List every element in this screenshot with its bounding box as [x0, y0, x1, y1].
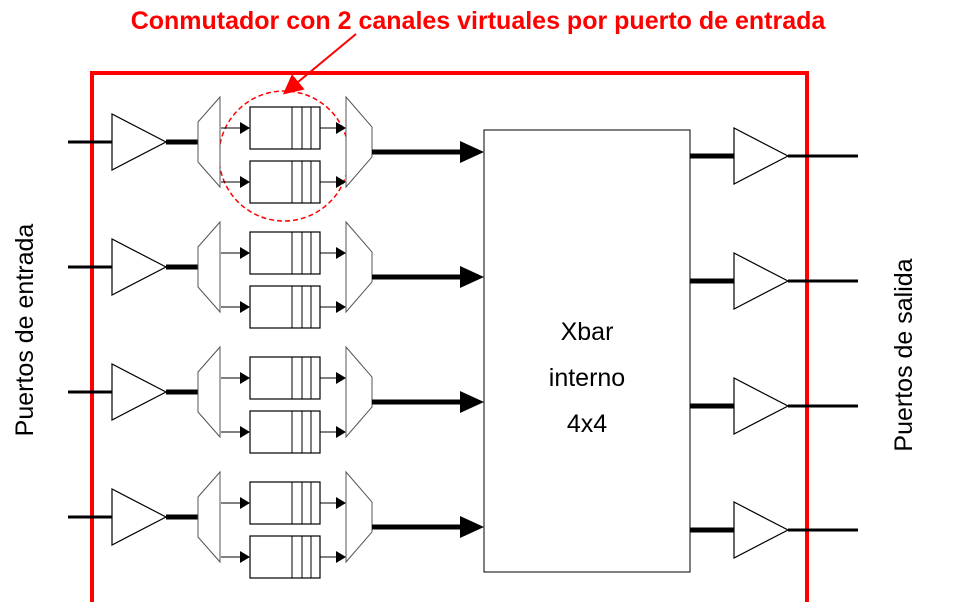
input-ports-label: Puertos de entrada	[11, 224, 39, 437]
callout-arrow	[282, 33, 357, 95]
output-ports	[690, 127, 858, 559]
port-to-xbar-arrowhead	[460, 141, 484, 163]
input-port	[68, 470, 484, 579]
buffer-frame	[249, 231, 321, 275]
output-driver-triangle	[733, 252, 790, 310]
buffer-in-arrowhead	[240, 247, 250, 259]
output-driver-triangle	[733, 377, 790, 435]
demux-shape	[197, 470, 221, 564]
buffer-in-arrowhead	[240, 372, 250, 384]
virtual-channel-buffer	[249, 231, 321, 275]
buffer-out-arrowhead	[336, 497, 346, 509]
output-port	[690, 377, 858, 435]
diagram-title: Conmutador con 2 canales virtuales por p…	[131, 7, 827, 35]
input-driver-triangle	[111, 238, 168, 296]
buffer-out-arrowhead	[336, 372, 346, 384]
buffer-frame	[249, 481, 321, 525]
input-port	[68, 95, 484, 204]
crossbar-label-line1: Xbar	[561, 318, 614, 346]
virtual-channel-buffer	[249, 160, 321, 204]
crossbar-label-line3: 4x4	[567, 410, 607, 438]
buffer-in-arrowhead	[240, 122, 250, 134]
crossbar-label-line2: interno	[549, 364, 625, 392]
input-driver-triangle	[111, 488, 168, 546]
output-port	[690, 127, 858, 185]
buffer-in-arrowhead	[240, 497, 250, 509]
demux-shape	[197, 95, 221, 189]
mux-shape	[345, 470, 373, 564]
buffer-out-arrowhead	[336, 176, 346, 188]
buffer-out-arrowhead	[336, 426, 346, 438]
mux-shape	[345, 220, 373, 314]
virtual-channel-buffer	[249, 535, 321, 579]
input-ports	[68, 95, 484, 579]
port-to-xbar-arrowhead	[460, 266, 484, 288]
buffer-out-arrowhead	[336, 122, 346, 134]
buffer-in-arrowhead	[240, 426, 250, 438]
buffer-frame	[249, 106, 321, 150]
crossbar-box	[483, 129, 691, 573]
output-ports-label: Puertos de salida	[890, 258, 918, 451]
virtual-channel-buffer	[249, 481, 321, 525]
virtual-channel-buffer	[249, 106, 321, 150]
port-to-xbar-arrowhead	[460, 391, 484, 413]
buffer-frame	[249, 356, 321, 400]
buffer-out-arrowhead	[336, 301, 346, 313]
input-driver-triangle	[111, 363, 168, 421]
buffer-frame	[249, 410, 321, 454]
buffer-out-arrowhead	[336, 551, 346, 563]
output-port	[690, 252, 858, 310]
demux-shape	[197, 220, 221, 314]
input-driver-triangle	[111, 113, 168, 171]
virtual-channel-buffer	[249, 285, 321, 329]
buffer-frame	[249, 160, 321, 204]
input-port	[68, 345, 484, 454]
buffer-in-arrowhead	[240, 551, 250, 563]
output-driver-triangle	[733, 127, 790, 185]
buffer-in-arrowhead	[240, 176, 250, 188]
port-to-xbar-arrowhead	[460, 516, 484, 538]
buffer-out-arrowhead	[336, 247, 346, 259]
buffer-frame	[249, 535, 321, 579]
demux-shape	[197, 345, 221, 439]
virtual-channel-buffer	[249, 356, 321, 400]
buffer-frame	[249, 285, 321, 329]
mux-shape	[345, 345, 373, 439]
switch-boundary	[90, 71, 809, 602]
input-port	[68, 220, 484, 329]
output-port	[690, 501, 858, 559]
virtual-channel-buffer	[249, 410, 321, 454]
buffer-in-arrowhead	[240, 301, 250, 313]
mux-shape	[345, 95, 373, 189]
output-driver-triangle	[733, 501, 790, 559]
